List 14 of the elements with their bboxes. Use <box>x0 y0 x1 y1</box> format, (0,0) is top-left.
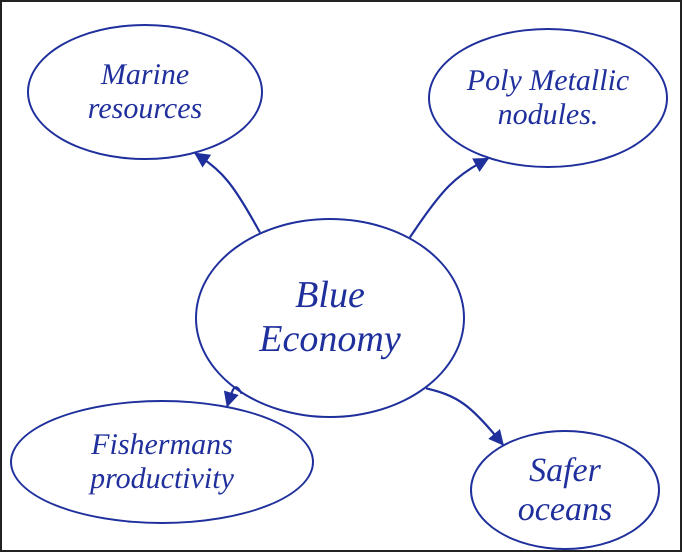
ellipse-node <box>428 28 668 168</box>
node-label: Marine resources <box>86 58 204 126</box>
ellipse-node <box>27 24 263 160</box>
arrow <box>426 387 504 446</box>
ellipse-node <box>195 218 465 418</box>
node-label: Blue Economy <box>258 274 402 362</box>
arrow <box>194 152 261 234</box>
ellipse-node <box>470 430 660 550</box>
ellipse-node <box>10 400 314 524</box>
arrow <box>408 158 490 238</box>
node-label: Fishermans productivity <box>88 428 235 496</box>
arrow <box>224 386 243 408</box>
node-label: Safer oceans <box>516 450 614 530</box>
node-label: Poly Metallic nodules. <box>466 64 630 132</box>
